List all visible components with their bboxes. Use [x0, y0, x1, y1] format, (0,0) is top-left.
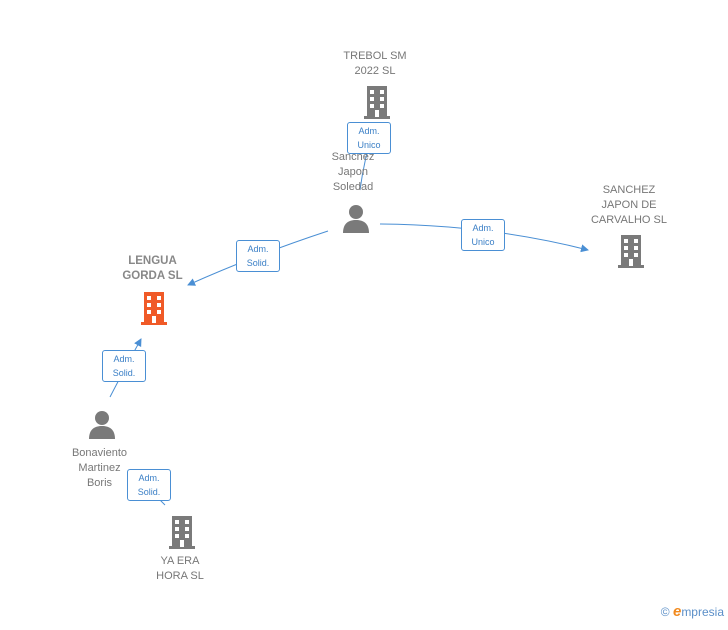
relation-badge-boris-lengua[interactable]: Adm. Solid. — [102, 350, 146, 382]
relation-badge-soledad-carvalho[interactable]: Adm. Unico — [461, 219, 505, 251]
person-icon[interactable] — [341, 203, 371, 233]
relation-badge-boris-yaera[interactable]: Adm. Solid. — [127, 469, 171, 501]
node-label-lengua: LENGUA GORDA SL — [122, 255, 183, 282]
node-label-soledad: Sanchez Japon Soledad — [331, 151, 375, 193]
node-label-carvalho: SANCHEZ JAPON DE CARVALHO SL — [590, 184, 667, 226]
node-label-trebol: TREBOL SM 2022 SL — [343, 50, 407, 77]
person-icon[interactable] — [87, 409, 117, 439]
node-label-boris: Bonaviento Martinez Boris — [71, 447, 128, 489]
relation-badge-soledad-trebol[interactable]: Adm. Unico — [347, 122, 391, 154]
brand-name: mpresia — [681, 605, 724, 619]
building-icon[interactable] — [166, 515, 198, 549]
node-label-yaera: YA ERA HORA SL — [156, 555, 204, 582]
copyright-symbol: © — [660, 605, 670, 619]
relation-badge-soledad-lengua[interactable]: Adm. Solid. — [236, 240, 280, 272]
brand-initial: e — [672, 603, 682, 620]
building-icon[interactable] — [361, 85, 393, 119]
building-icon[interactable] — [615, 234, 647, 268]
building-icon[interactable] — [138, 291, 170, 325]
brand-logo: © empresia — [661, 603, 724, 620]
